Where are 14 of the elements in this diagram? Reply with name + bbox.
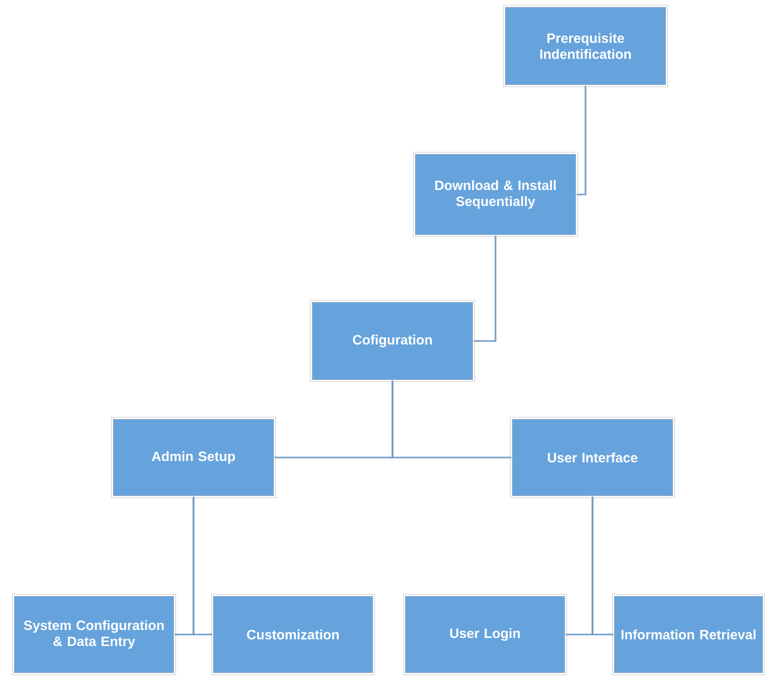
process-box: Admin Setup: [111, 417, 276, 498]
connector: [576, 86, 586, 196]
connector: [592, 496, 614, 636]
process-box: User Interface: [510, 417, 675, 498]
process-box: System Configuration & Data Entry: [12, 594, 176, 675]
process-box: Customization: [211, 594, 375, 675]
connector: [192, 496, 212, 636]
process-box: Cofiguration: [310, 300, 475, 382]
process-box: User Login: [403, 594, 567, 675]
connector: [392, 380, 512, 458]
process-box: Information Retrieval: [612, 594, 765, 675]
process-box: Prerequisite Indentification: [503, 5, 668, 87]
process-box: Download & Install Sequentially: [413, 152, 578, 237]
connector: [474, 236, 496, 342]
